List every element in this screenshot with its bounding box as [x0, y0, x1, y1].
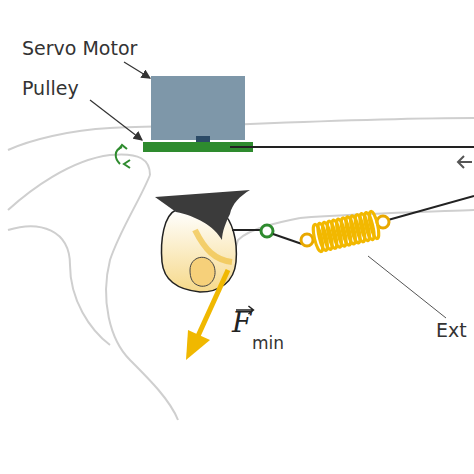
servo-shaft — [196, 136, 210, 142]
guide-ring — [261, 225, 273, 237]
leader-line — [124, 62, 150, 78]
leader-line — [368, 256, 446, 318]
part-label: Servo Motor — [22, 38, 137, 59]
cable — [230, 146, 474, 148]
finger-cap — [155, 190, 250, 240]
part-label: Pulley — [22, 78, 79, 99]
leader-line — [90, 100, 142, 140]
force-arrow — [198, 270, 228, 336]
force-subscript: min — [252, 334, 284, 353]
hand-outline — [8, 118, 474, 420]
servo-motor — [151, 76, 245, 140]
part-label: Ext — [436, 320, 467, 341]
extension-spring — [301, 211, 389, 253]
force-symbol: F — [232, 308, 251, 339]
pull-arrow — [458, 156, 472, 168]
